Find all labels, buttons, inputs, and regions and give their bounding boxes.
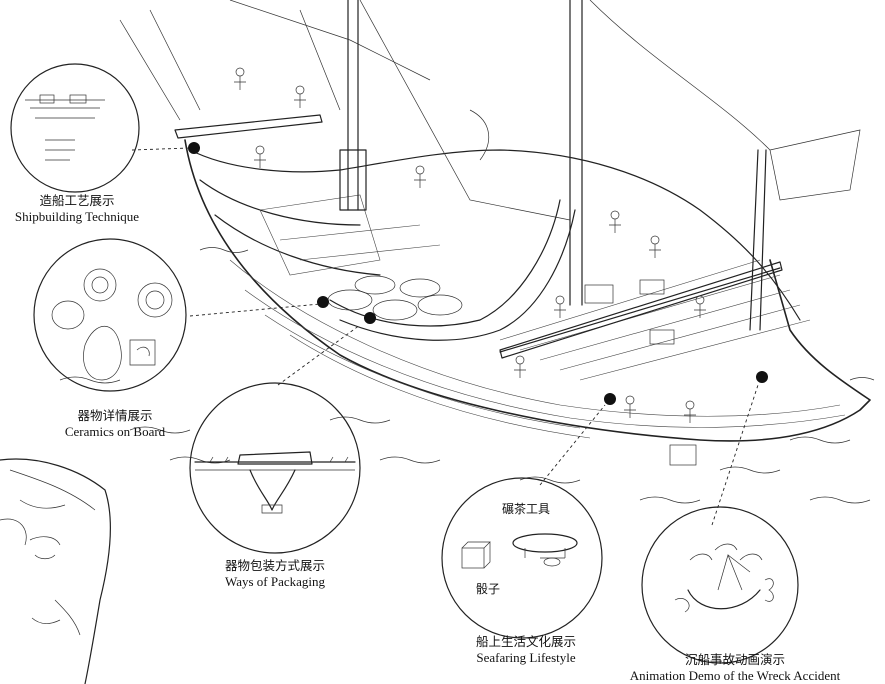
ceramics-title-zh: 器物详情展示 [77, 408, 153, 423]
hotspot-markers [188, 142, 768, 405]
hotspot-ceramics[interactable] [317, 296, 329, 308]
sea-waves [59, 247, 875, 504]
wreck-title-en: Animation Demo of the Wreck Accident [629, 667, 841, 683]
callout-circle-lifestyle[interactable] [441, 477, 603, 639]
callout-circle-ceramics[interactable] [33, 238, 187, 392]
callout-circle-packaging[interactable] [189, 382, 361, 554]
packaging-title-zh: 器物包装方式展示 [224, 558, 325, 573]
callout-label-wreck: 沉船事故动画演示 Animation Demo of the Wreck Acc… [600, 652, 870, 684]
shipbuilding-title-en: Shipbuilding Technique [14, 208, 140, 224]
leader-lines [131, 147, 759, 526]
wreck-title-zh: 沉船事故动画演示 [684, 652, 785, 667]
ship-hull [174, 114, 871, 442]
callout-label-packaging: 器物包装方式展示 Ways of Packaging [200, 558, 350, 590]
hotspot-shipbuilding[interactable] [188, 142, 200, 154]
partial-portrait-sketch [0, 458, 112, 684]
tea-tools-label: 碾茶工具 [502, 502, 551, 516]
callout-label-ceramics: 器物详情展示 Ceramics on Board [40, 408, 190, 440]
dice-label: 骰子 [476, 582, 501, 596]
lifestyle-title-en: Seafaring Lifestyle [476, 649, 576, 665]
hotspot-packaging[interactable] [364, 312, 376, 324]
callout-label-lifestyle: 船上生活文化展示 Seafaring Lifestyle [446, 634, 606, 666]
packaging-title-en: Ways of Packaging [224, 573, 326, 589]
callout-circle-shipbuilding[interactable] [10, 63, 140, 193]
callout-label-shipbuilding: 造船工艺展示 Shipbuilding Technique [2, 193, 152, 225]
crew-figures [234, 67, 706, 466]
hotspot-wreck[interactable] [756, 371, 768, 383]
ship-masts-sails [119, 0, 861, 331]
shipbuilding-title-zh: 造船工艺展示 [39, 193, 115, 208]
callout-circle-wreck[interactable] [641, 506, 799, 664]
hotspot-lifestyle[interactable] [604, 393, 616, 405]
lifestyle-title-zh: 船上生活文化展示 [475, 634, 576, 649]
ceramics-title-en: Ceramics on Board [64, 423, 166, 439]
